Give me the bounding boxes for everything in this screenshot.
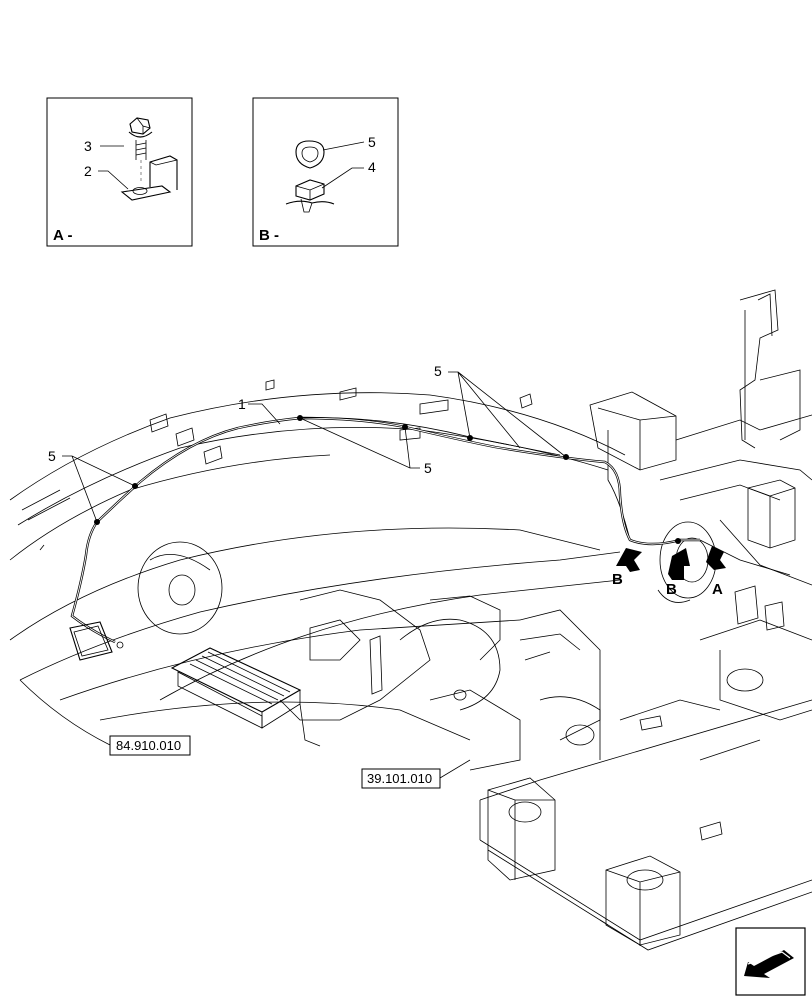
view-marker-b-mid: B — [666, 581, 677, 598]
machine-frame — [9, 289, 812, 951]
view-arrow-a — [706, 546, 726, 570]
reference-39-101-010[interactable]: 39.101.010 — [367, 771, 432, 786]
callout-3: 3 — [84, 138, 92, 154]
detail-a-panel: 3 2 A - — [46, 97, 193, 247]
callout-4: 4 — [368, 159, 376, 175]
callout-2: 2 — [84, 163, 92, 179]
callout-5-left: 5 — [48, 448, 56, 464]
view-arrow-b-left — [616, 548, 642, 572]
wire-harness — [69, 415, 700, 661]
callout-5-mid: 5 — [424, 460, 432, 476]
callout-1: 1 — [238, 396, 246, 412]
reference-84-910-010[interactable]: 84.910.010 — [116, 738, 181, 753]
reference-box-2[interactable] — [361, 768, 441, 789]
view-marker-b-left: B — [612, 571, 623, 588]
lamp-icon — [137, 541, 223, 635]
detail-b-panel: 5 4 B - — [252, 97, 399, 247]
callout-5-detail: 5 — [368, 134, 376, 150]
step-icon — [170, 647, 321, 747]
back-arrow-icon[interactable] — [735, 927, 806, 996]
view-arrow-b-mid — [668, 548, 690, 580]
clip-icon — [285, 179, 335, 213]
bracket-icon — [120, 155, 178, 201]
callout-5-top: 5 — [434, 363, 442, 379]
view-marker-a: A — [712, 581, 723, 598]
bolt-icon — [128, 117, 153, 182]
reference-box-1[interactable] — [109, 735, 191, 756]
detail-b-title: B - — [259, 227, 279, 244]
grommet-icon — [295, 140, 325, 169]
detail-a-title: A - — [53, 227, 72, 244]
